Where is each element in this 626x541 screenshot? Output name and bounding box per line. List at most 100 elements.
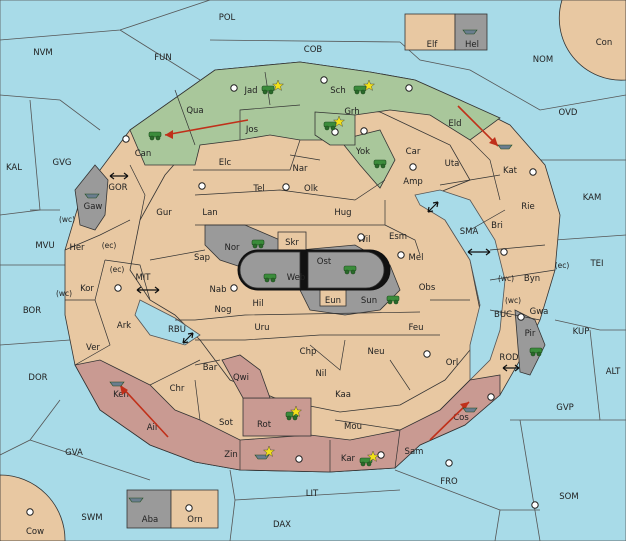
- label-Yok: Yok: [355, 147, 370, 157]
- sea-NOM: NOM: [533, 55, 553, 65]
- supply-center-icon: [531, 501, 539, 509]
- sea-FRO: FRO: [440, 477, 458, 487]
- label-Tel: Tel: [252, 184, 264, 194]
- army-unit-Can[interactable]: [148, 131, 162, 141]
- supply-center-icon: [529, 168, 537, 176]
- fleet-unit-Cos[interactable]: [462, 407, 478, 413]
- sea-GVG: GVG: [53, 158, 72, 168]
- label-Car: Car: [406, 147, 421, 157]
- land-borders: [64, 71, 556, 472]
- star-icon: [366, 450, 380, 462]
- fleet-icon: [84, 193, 100, 199]
- army-unit-Ost[interactable]: [343, 265, 357, 275]
- sea-COB: COB: [304, 45, 323, 55]
- supply-center-icon: [122, 135, 130, 143]
- army-unit-Pir[interactable]: [529, 347, 543, 357]
- fleet-unit-Kat[interactable]: [497, 144, 513, 150]
- fleet-unit-Gaw[interactable]: [84, 193, 100, 199]
- coast-tags: (wc) (ec) (ec) (wc) (wc) (ec) (wc): [56, 215, 569, 305]
- label-Ost: Ost: [317, 257, 332, 267]
- sea-KUP: KUP: [573, 327, 590, 337]
- label-Her: Her: [69, 243, 85, 253]
- sea-DOR: DOR: [28, 373, 47, 383]
- label-Ark: Ark: [117, 321, 131, 331]
- sea-BUC: BUC: [494, 310, 512, 320]
- sea-POL: POL: [219, 13, 236, 23]
- label-Ken: Ken: [113, 390, 129, 400]
- label-Gwa: Gwa: [530, 307, 549, 317]
- sea-RBU-channel: [134, 299, 201, 346]
- sea-MVU: MVU: [35, 241, 54, 251]
- coast-tag: (wc): [56, 289, 72, 298]
- label-Ail: Ail: [147, 423, 158, 433]
- label-Cos: Cos: [453, 413, 469, 423]
- supply-center-icon: [357, 233, 365, 241]
- move-arrow: [119, 384, 169, 438]
- army-unit-Nor[interactable]: [251, 239, 265, 249]
- supply-center-icon: [295, 455, 303, 463]
- land-labels: Elf Hel Jad Sch Qua Jos Grh Eld Can Yok …: [69, 40, 548, 525]
- sea-SOM: SOM: [559, 492, 578, 502]
- label-Orn: Orn: [187, 515, 202, 525]
- land-Orn[interactable]: [170, 489, 219, 529]
- land-Web[interactable]: [239, 251, 301, 289]
- label-Elf: Elf: [427, 40, 439, 50]
- label-Neu: Neu: [368, 347, 385, 357]
- supply-center-icon: [487, 393, 495, 401]
- label-Can: Can: [135, 149, 152, 159]
- fleet-icon: [109, 381, 125, 387]
- coast-tag: (wc): [498, 274, 514, 283]
- sea-OVD: OVD: [559, 108, 578, 118]
- label-Hil: Hil: [252, 299, 263, 309]
- land-Aba[interactable]: [126, 489, 172, 529]
- sea-MIT: MIT: [135, 273, 151, 283]
- supply-center-icon: [282, 183, 290, 191]
- double-arrow-icon: [109, 172, 129, 180]
- double-arrow-icon: [502, 364, 520, 372]
- label-Chr: Chr: [170, 384, 185, 394]
- sea-SWM: SWM: [81, 513, 102, 523]
- label-Kor: Kor: [80, 284, 94, 294]
- fleet-unit-Ken[interactable]: [109, 381, 125, 387]
- label-Hel: Hel: [465, 40, 479, 50]
- land-Cow[interactable]: [0, 474, 66, 541]
- label-Byn: Byn: [524, 274, 540, 284]
- army-unit-Web[interactable]: [263, 273, 277, 283]
- label-Amp: Amp: [403, 177, 423, 187]
- label-Pir: Pir: [525, 329, 536, 339]
- fleet-unit-Hel[interactable]: [462, 29, 478, 35]
- sea-KAM: KAM: [583, 193, 602, 203]
- land-Qwi[interactable]: [221, 354, 271, 399]
- land-Con[interactable]: [558, 0, 626, 81]
- label-Elc: Elc: [219, 158, 232, 168]
- sea-RBU: RBU: [168, 325, 186, 335]
- label-Orl: Orl: [446, 358, 459, 368]
- supply-center-icon: [26, 508, 34, 516]
- army-unit-Sun[interactable]: [386, 295, 400, 305]
- region-pink: [74, 359, 501, 473]
- label-Sam: Sam: [405, 447, 424, 457]
- army-unit-Jad[interactable]: [261, 85, 275, 95]
- fleet-unit-Aba[interactable]: [128, 497, 144, 503]
- land-Rot[interactable]: [242, 397, 312, 437]
- army-unit-Kar[interactable]: [359, 457, 373, 467]
- star-icon: [362, 79, 376, 91]
- sea-SMA-channel: [414, 189, 506, 381]
- move-arrow: [164, 119, 249, 136]
- label-Kat: Kat: [503, 166, 518, 176]
- army-unit-Yok[interactable]: [373, 159, 387, 169]
- star-icon: [289, 405, 303, 417]
- sea-FUN: FUN: [154, 53, 171, 63]
- supply-center-icon: [397, 251, 405, 259]
- sea-GOR: GOR: [108, 183, 127, 193]
- supply-center-icon: [423, 350, 431, 358]
- label-Jad: Jad: [243, 86, 257, 96]
- army-unit-Sch[interactable]: [353, 85, 367, 95]
- label-Zin: Zin: [224, 450, 238, 460]
- sea-Con: Con: [596, 38, 613, 48]
- move-orders: [119, 105, 499, 441]
- coast-tag: (ec): [110, 265, 125, 274]
- sea-KAL: KAL: [6, 163, 22, 173]
- supply-centers: [26, 76, 539, 516]
- fleet-icon: [462, 407, 478, 413]
